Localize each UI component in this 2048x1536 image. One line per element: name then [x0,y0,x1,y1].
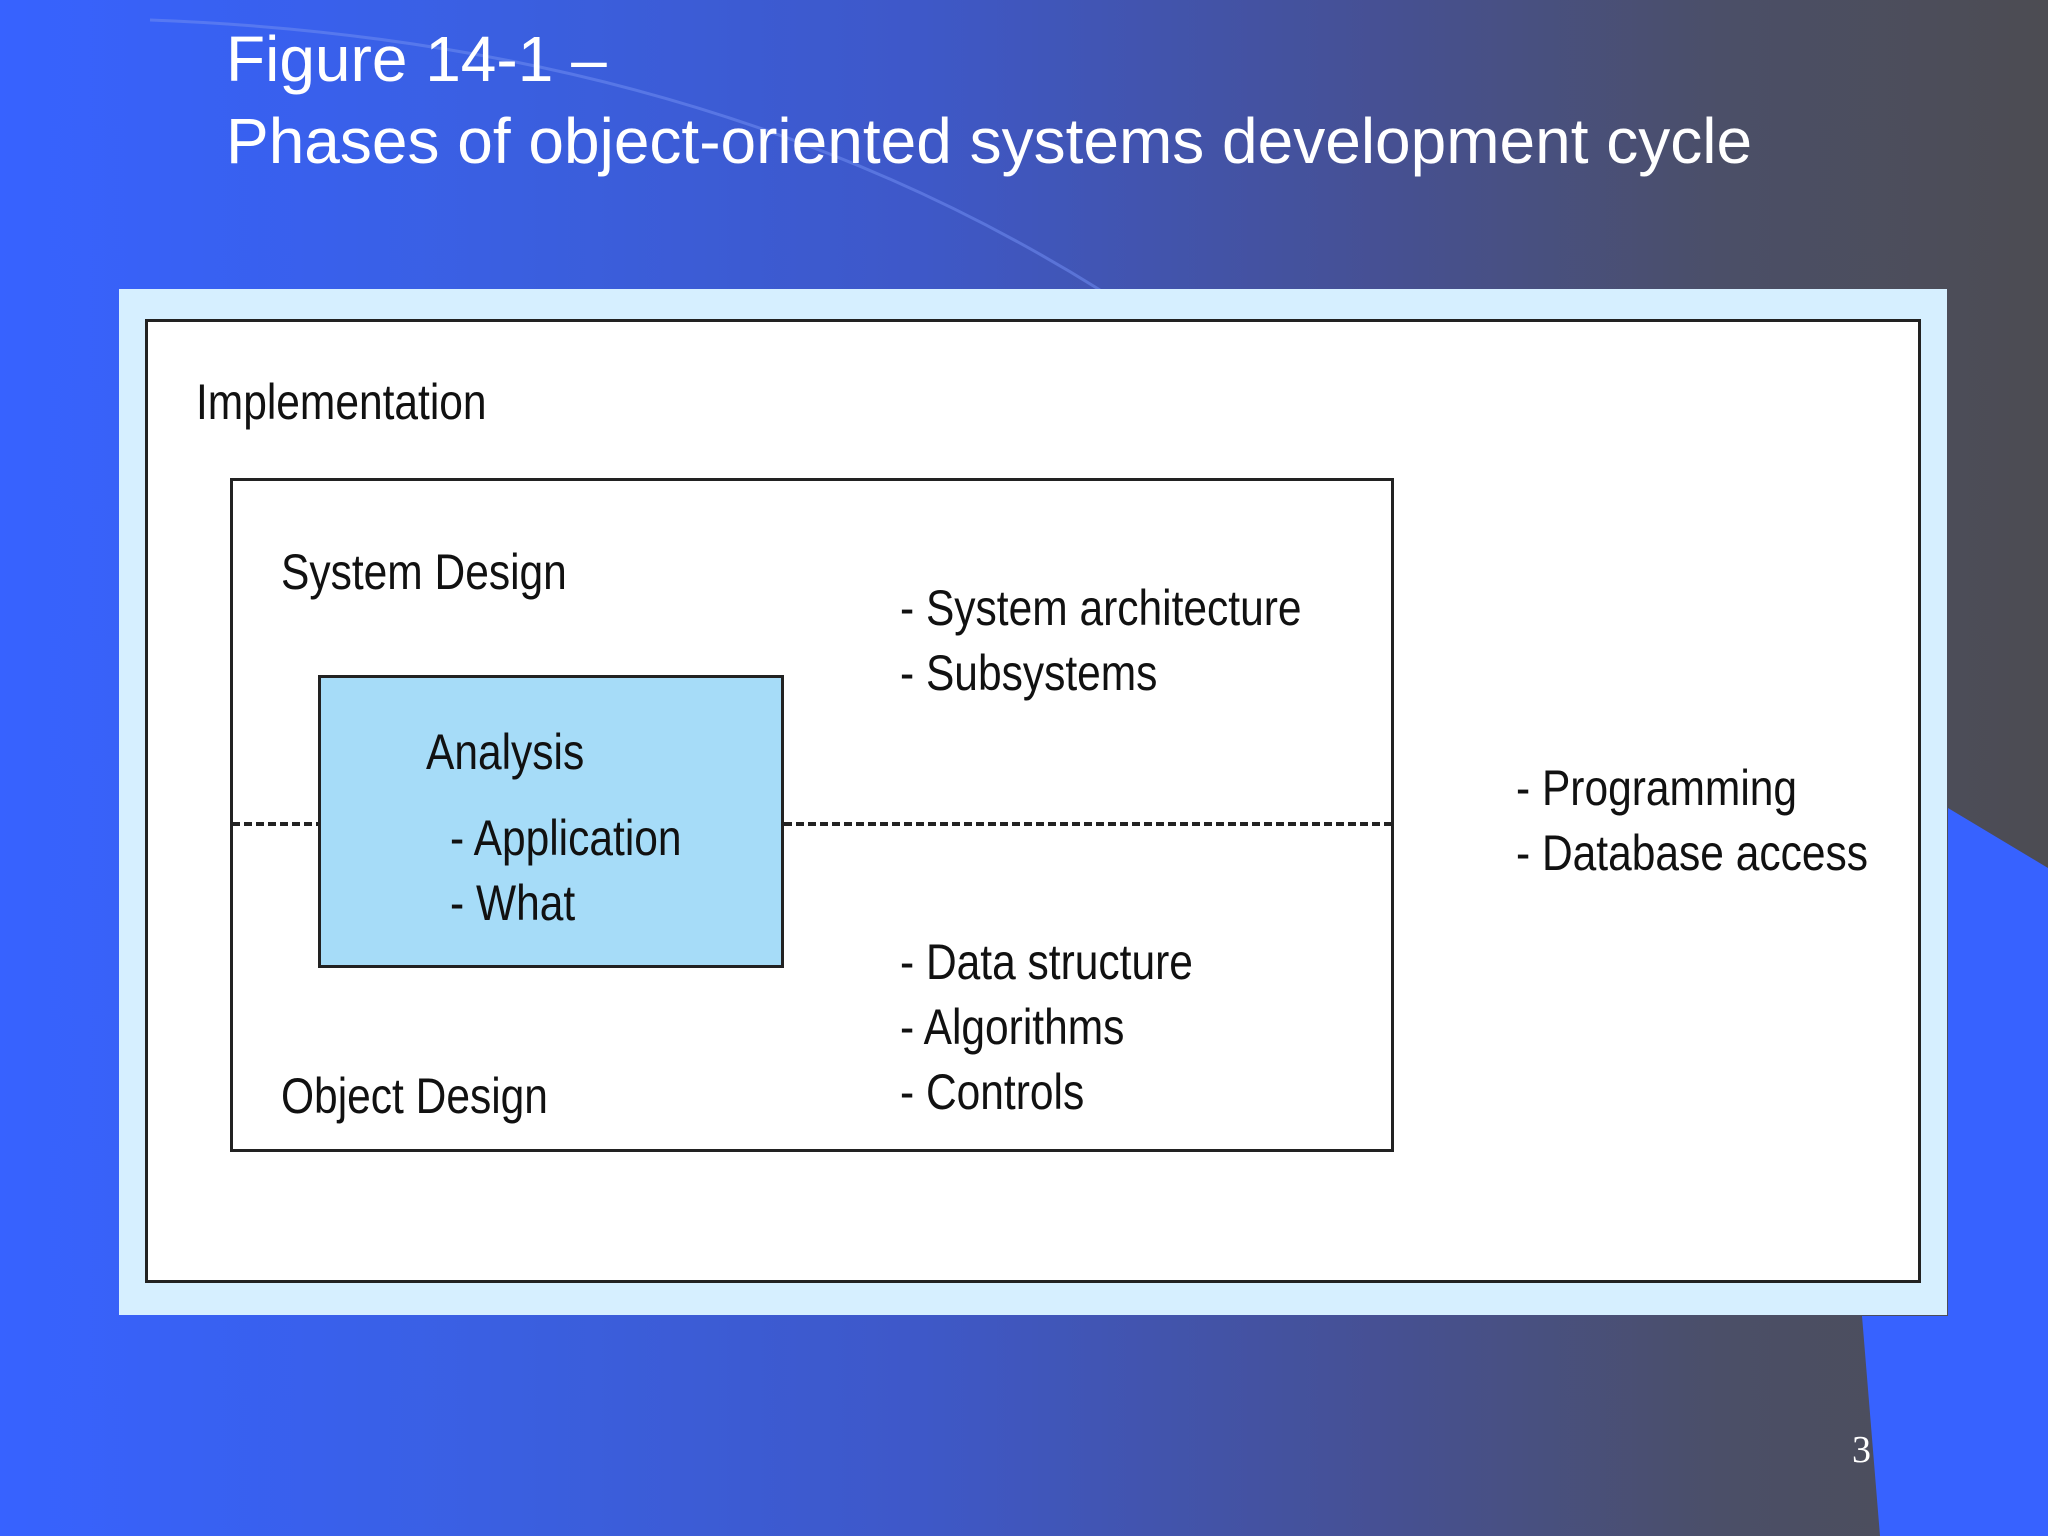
object-design-item: - Data structure [900,934,1193,990]
figure-frame: Implementation System Design - System ar… [119,289,1947,1315]
object-design-item: - Algorithms [900,999,1125,1055]
object-design-item: - Controls [900,1064,1085,1120]
design-divider-dashed-line [232,822,1392,826]
implementation-item: - Database access [1516,825,1868,881]
system-design-label: System Design [281,544,567,600]
analysis-box [318,675,784,968]
system-design-item: - Subsystems [900,645,1158,701]
analysis-item: - What [450,875,576,931]
system-design-item: - System architecture [900,580,1302,636]
object-design-label: Object Design [281,1068,548,1124]
title-line-1: Figure 14-1 – [226,23,607,95]
analysis-item: - Application [450,810,682,866]
implementation-box: Implementation System Design - System ar… [145,319,1921,1283]
implementation-label: Implementation [196,374,487,430]
analysis-title: Analysis [426,724,585,780]
title-line-2: Phases of object-oriented systems develo… [226,105,1753,177]
system-design-box [230,478,1394,1152]
implementation-item: - Programming [1516,760,1798,816]
page-number: 3 [1852,1429,1871,1471]
slide-title: Figure 14-1 – Phases of object-oriented … [226,18,1752,182]
